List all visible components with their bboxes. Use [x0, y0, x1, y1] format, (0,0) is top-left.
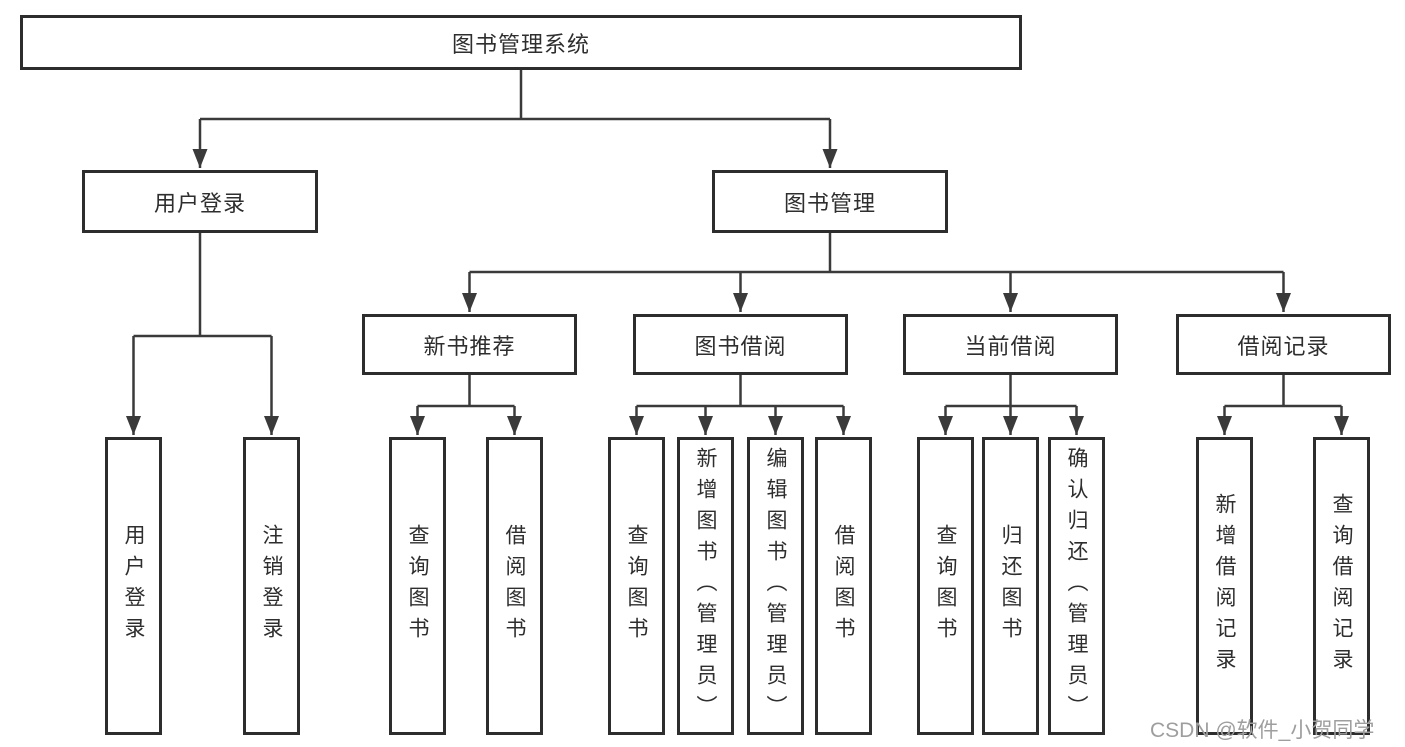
csdn-watermark: CSDN @软件_小贺同学	[1150, 719, 1375, 742]
node-book-borrow: 图书借阅	[633, 314, 848, 375]
leaf-query-book-recommend: 查询图书	[389, 437, 446, 735]
leaf-query-book-recommend-label: 查询图书	[406, 524, 429, 648]
leaf-edit-book-admin-label: 编辑图书（管理员）	[764, 446, 787, 726]
node-user-login: 用户登录	[82, 170, 318, 233]
leaf-user-login: 用户登录	[105, 437, 162, 735]
leaf-return-book: 归还图书	[982, 437, 1039, 735]
leaf-query-borrow-record-label: 查询借阅记录	[1330, 493, 1353, 679]
node-borrow-records: 借阅记录	[1176, 314, 1391, 375]
leaf-query-book-current-label: 查询图书	[934, 524, 957, 648]
node-new-book-recommend: 新书推荐	[362, 314, 577, 375]
leaf-query-borrow-record: 查询借阅记录	[1313, 437, 1370, 735]
node-current-borrow: 当前借阅	[903, 314, 1118, 375]
leaf-user-login-label: 用户登录	[122, 524, 145, 648]
leaf-add-borrow-record-label: 新增借阅记录	[1213, 493, 1236, 679]
leaf-return-book-label: 归还图书	[999, 524, 1022, 648]
leaf-borrow-book-recommend: 借阅图书	[486, 437, 543, 735]
node-book-management: 图书管理	[712, 170, 948, 233]
leaf-confirm-return-admin: 确认归还（管理员）	[1048, 437, 1105, 735]
leaf-borrow-book-label: 借阅图书	[832, 524, 855, 648]
leaf-add-borrow-record: 新增借阅记录	[1196, 437, 1253, 735]
leaf-add-book-admin: 新增图书（管理员）	[677, 437, 734, 735]
leaf-borrow-book-recommend-label: 借阅图书	[503, 524, 526, 648]
leaf-logout: 注销登录	[243, 437, 300, 735]
leaf-query-book-borrow-label: 查询图书	[625, 524, 648, 648]
leaf-edit-book-admin: 编辑图书（管理员）	[747, 437, 804, 735]
leaf-logout-label: 注销登录	[260, 524, 283, 648]
leaf-query-book-borrow: 查询图书	[608, 437, 665, 735]
leaf-confirm-return-admin-label: 确认归还（管理员）	[1065, 446, 1088, 726]
leaf-query-book-current: 查询图书	[917, 437, 974, 735]
leaf-borrow-book: 借阅图书	[815, 437, 872, 735]
leaf-add-book-admin-label: 新增图书（管理员）	[694, 446, 717, 726]
node-root-system: 图书管理系统	[20, 15, 1022, 70]
